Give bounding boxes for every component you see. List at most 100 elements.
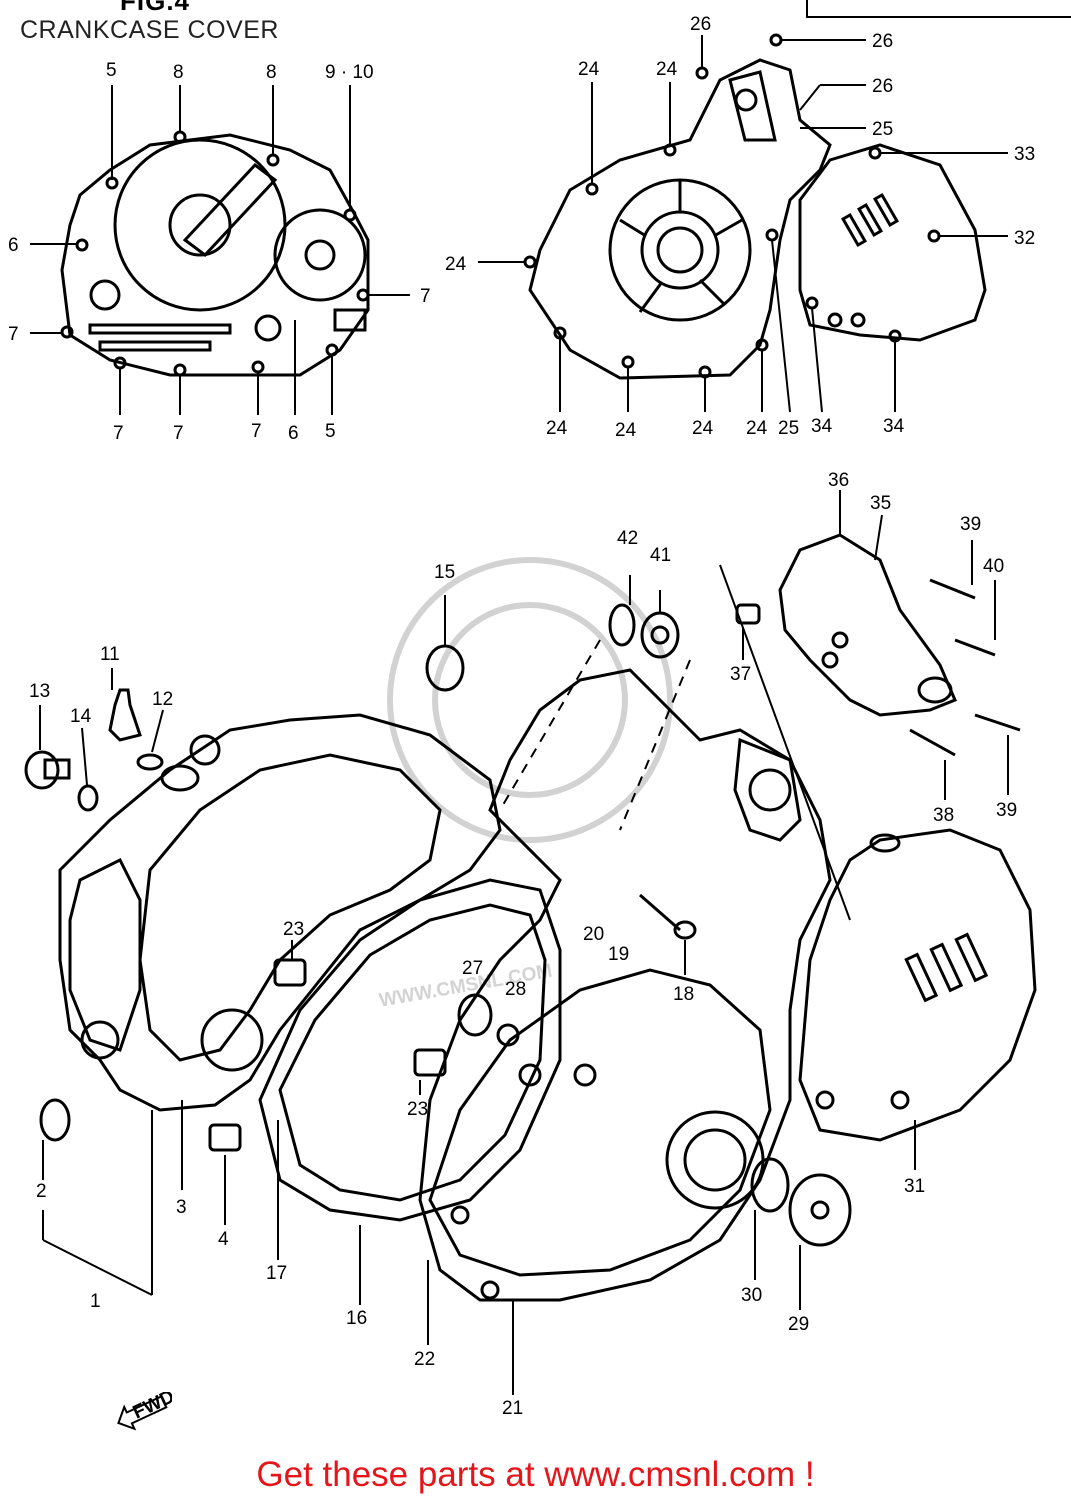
magneto-cover-top-view: [523, 33, 832, 380]
callout-42: 42: [617, 528, 638, 549]
oil-seal: [425, 644, 465, 692]
leader-lines-main: [39, 490, 1009, 1395]
leader-lines-top-left: [30, 85, 410, 415]
figure-number: FIG.4: [120, 0, 191, 16]
sprocket-cover-main: [798, 828, 1037, 1142]
dowel-pin: [273, 958, 307, 987]
plug: [39, 1098, 71, 1142]
water-pump-cover: [778, 533, 957, 717]
fwd-label: FWD: [130, 1392, 172, 1424]
callout-34: 34: [883, 416, 905, 437]
callout-24: 24: [656, 59, 678, 80]
callout-12: 12: [152, 689, 173, 710]
callout-2: 2: [36, 1181, 47, 1202]
callout-16: 16: [346, 1308, 367, 1329]
o-ring-30: [750, 1157, 790, 1213]
callouts-main: 15 11 12 13 14 2 1 3 4 17 23 23 16 22 21…: [29, 470, 1017, 1419]
callout-7: 7: [173, 423, 184, 444]
callout-28: 28: [505, 979, 526, 1000]
callout-7: 7: [113, 423, 124, 444]
fwd-arrow-icon: FWD: [112, 1386, 178, 1437]
callout-24: 24: [615, 420, 637, 441]
callout-24: 24: [692, 418, 714, 439]
callout-7: 7: [420, 286, 431, 307]
callout-26: 26: [690, 14, 711, 35]
callout-23: 23: [407, 1099, 428, 1120]
sprocket-cover-top-view: [798, 143, 987, 343]
callout-26: 26: [872, 31, 893, 52]
bearing-41: [640, 611, 680, 659]
callout-33: 33: [1014, 144, 1035, 165]
callout-4: 4: [218, 1229, 229, 1250]
callout-27: 27: [462, 958, 483, 979]
plug-29: [788, 1173, 852, 1247]
o-ring: [136, 753, 164, 771]
bolt-40: [954, 638, 996, 657]
callout-11: 11: [100, 644, 120, 665]
callout-24: 24: [746, 418, 768, 439]
callout-15: 15: [434, 562, 455, 583]
callout-31: 31: [904, 1176, 925, 1197]
circlip-42: [608, 603, 636, 647]
dowel-pin: [413, 1048, 447, 1077]
callout-14: 14: [70, 706, 92, 727]
oil-filler-cap: [108, 688, 142, 742]
callout-24: 24: [546, 418, 568, 439]
callout-5: 5: [325, 421, 336, 442]
callout-37: 37: [730, 664, 751, 685]
bolt-39b: [974, 713, 1021, 732]
callout-25: 25: [778, 418, 799, 439]
clutch-cover-gasket: [258, 878, 562, 1222]
callout-13: 13: [29, 681, 50, 702]
small-parts: [24, 578, 1021, 1247]
callout-1: 1: [90, 1291, 101, 1312]
callout-8: 8: [266, 62, 277, 83]
callout-25: 25: [872, 119, 893, 140]
callout-41: 41: [650, 545, 671, 566]
callout-39: 39: [960, 514, 981, 535]
callout-26: 26: [872, 76, 893, 97]
callout-7: 7: [8, 324, 19, 345]
promo-link[interactable]: Get these parts at www.cmsnl.com !: [256, 1455, 815, 1494]
callout-6: 6: [288, 423, 299, 444]
bolt-18: [639, 893, 681, 932]
callout-21: 21: [502, 1398, 523, 1419]
callout-34: 34: [811, 416, 833, 437]
callout-5: 5: [106, 60, 117, 81]
callout-17: 17: [266, 1263, 287, 1284]
callouts-top-left: 5 8 8 9 · 10 6 7 7 7 7 7 6 5: [8, 60, 431, 444]
callouts-top-right: 26 26 26 25 33 24 24 24 32 24 24 24 24 2…: [445, 14, 1035, 441]
gasket-washer: [77, 784, 99, 812]
drain-plug: [24, 750, 60, 790]
callout-22: 22: [414, 1349, 435, 1370]
callout-23: 23: [283, 919, 304, 940]
callout-39: 39: [996, 800, 1017, 821]
crankcase-body: [58, 713, 502, 1112]
plug-27: [457, 993, 493, 1037]
callout-35: 35: [870, 493, 891, 514]
bolt-39: [929, 578, 976, 600]
callout-24: 24: [445, 254, 467, 275]
callout-8: 8: [173, 62, 184, 83]
callout-3: 3: [176, 1197, 187, 1218]
bolt-38: [909, 728, 956, 757]
dowel-pin: [208, 1123, 242, 1152]
callout-29: 29: [788, 1314, 809, 1335]
callout-40: 40: [983, 556, 1004, 577]
callout-38: 38: [933, 805, 954, 826]
callout-32: 32: [1014, 228, 1035, 249]
callout-30: 30: [741, 1285, 762, 1306]
clutch-cover-top-view: [60, 130, 370, 377]
page-title: CRANKCASE COVER: [20, 16, 279, 44]
callout-6: 6: [8, 235, 19, 256]
callout-9-10: 9 · 10: [325, 62, 374, 83]
callout-20: 20: [583, 924, 604, 945]
callout-7: 7: [251, 421, 262, 442]
header-frame: [806, 0, 1071, 18]
callout-36: 36: [828, 470, 849, 491]
callout-18: 18: [673, 984, 694, 1005]
leader-lines-top-right: [478, 35, 1008, 413]
callout-24: 24: [578, 59, 600, 80]
callout-19: 19: [608, 944, 629, 965]
